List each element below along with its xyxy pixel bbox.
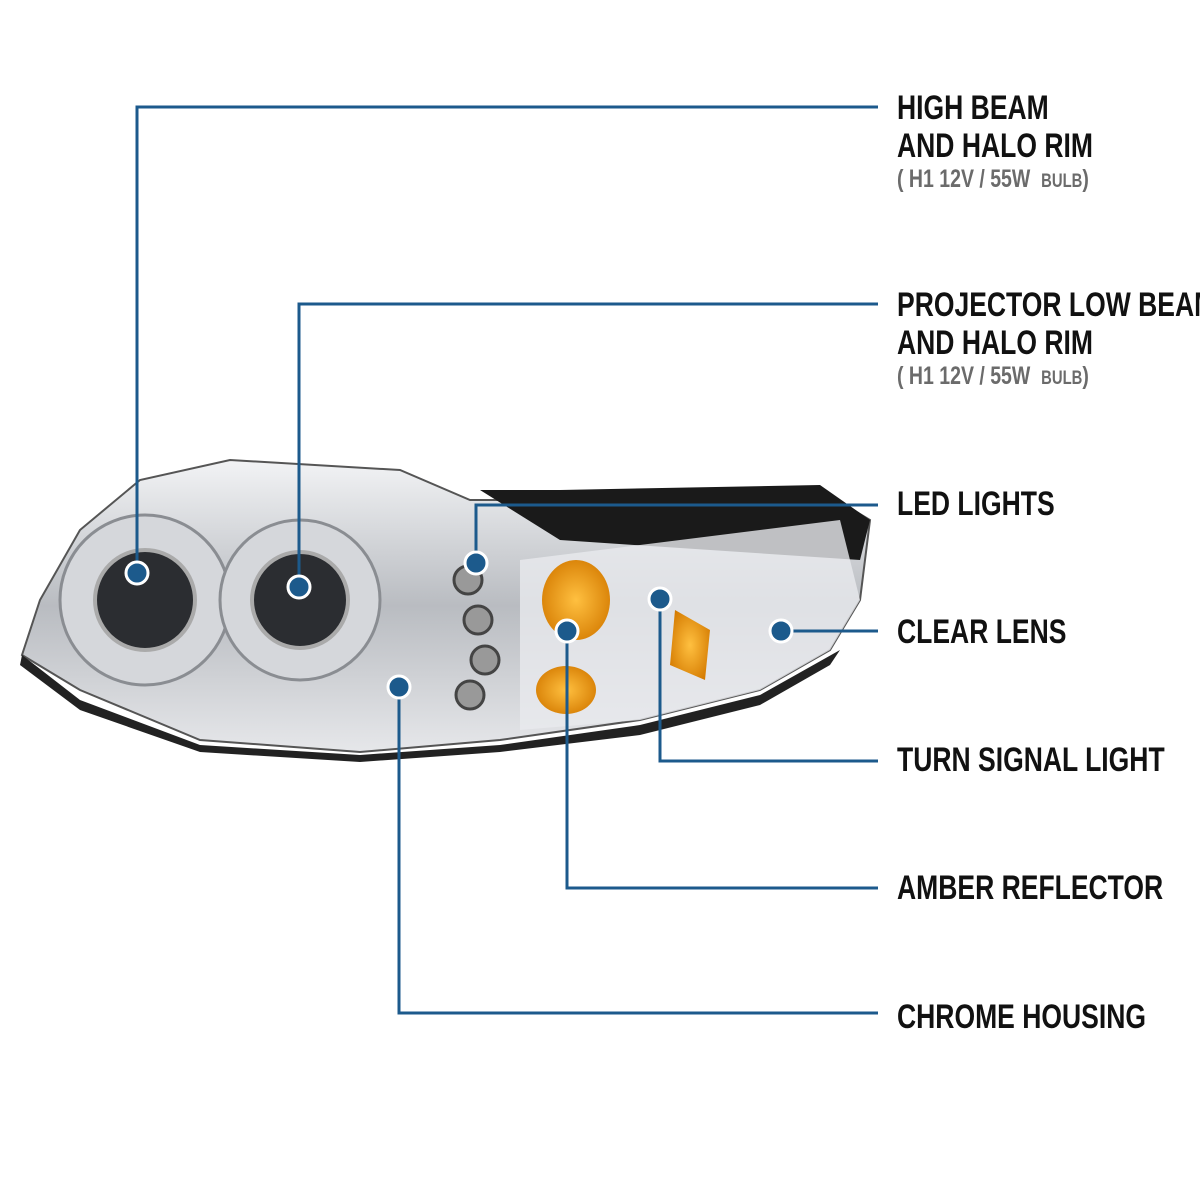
bulb-spec: ( H1 12V / 55W BULB) [897, 362, 1200, 393]
bulb-spec-small: BULB [1041, 171, 1083, 192]
callout-line-high-beam [135, 105, 878, 573]
callout-dot-led [463, 550, 489, 576]
callout-dot-projector [286, 574, 312, 600]
bulb-spec: ( H1 12V / 55W BULB) [897, 165, 1093, 196]
callout-dot-high-beam [124, 560, 150, 586]
paren: ) [1082, 165, 1089, 193]
callout-dot-chrome [386, 674, 412, 700]
callout-line-projector [297, 302, 878, 587]
led-cluster [452, 564, 501, 711]
callout-dot-clear-lens [768, 618, 794, 644]
callout-dots [124, 550, 794, 700]
bulb-spec-main: H1 12V / 55W [908, 362, 1031, 390]
paren: ) [1082, 362, 1089, 390]
label-led-lights: LED LIGHTS [897, 485, 1055, 523]
label-clear-lens: CLEAR LENS [897, 613, 1067, 651]
label-high-beam: HIGH BEAM AND HALO RIM ( H1 12V / 55W BU… [897, 89, 1093, 196]
label-projector-low-beam: PROJECTOR LOW BEAM AND HALO RIM ( H1 12V… [897, 286, 1200, 393]
callout-line-led [474, 503, 878, 563]
label-chrome-housing: CHROME HOUSING [897, 998, 1147, 1036]
label-turn-signal-light: TURN SIGNAL LIGHT [897, 741, 1165, 779]
label-amber-reflector: AMBER REFLECTOR [897, 869, 1164, 907]
projector-rings [58, 513, 382, 687]
bulb-spec-small: BULB [1041, 368, 1083, 389]
label-line: AND HALO RIM [897, 324, 1093, 362]
callout-line-amber [565, 631, 878, 890]
callout-line-turn-signal [658, 599, 878, 763]
paren: ( [897, 165, 904, 193]
callout-line-chrome [397, 687, 878, 1015]
label-line: HIGH BEAM [897, 89, 1049, 127]
callout-dot-turn-signal [647, 586, 673, 612]
label-line: PROJECTOR LOW BEAM [897, 286, 1200, 324]
amber-reflectors [536, 560, 710, 714]
callout-lines [135, 105, 878, 1015]
label-line: AND HALO RIM [897, 127, 1093, 165]
paren: ( [897, 362, 904, 390]
bulb-spec-main: H1 12V / 55W [908, 165, 1031, 193]
callout-dot-amber [554, 618, 580, 644]
